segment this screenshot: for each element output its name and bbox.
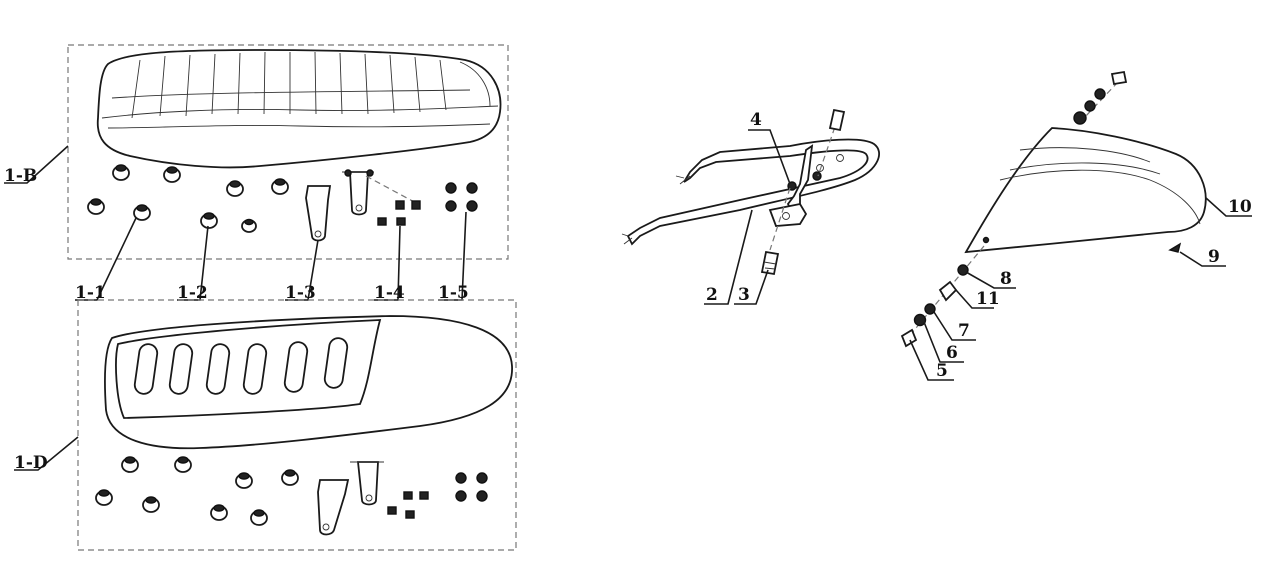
- label-2: 2: [706, 285, 718, 305]
- grab-rail-assembly: [621, 108, 880, 276]
- bracket-set-1d: [317, 461, 384, 536]
- bolt-set-1d: [387, 491, 429, 519]
- nut-set-1-5: [445, 182, 478, 212]
- group-1b-dashed-frame: [67, 44, 509, 260]
- label-11: 11: [976, 289, 1000, 309]
- label-1-5: 1-5: [438, 283, 469, 303]
- seat-1d: [103, 315, 513, 450]
- label-8: 8: [1000, 269, 1012, 289]
- bumper-set-1d: [95, 456, 299, 526]
- label-1-2: 1-2: [177, 283, 208, 303]
- label-1-3: 1-3: [285, 283, 316, 303]
- group-1d-dashed-frame: [77, 299, 517, 551]
- label-10: 10: [1228, 197, 1252, 217]
- label-3: 3: [738, 285, 750, 305]
- label-1-4: 1-4: [374, 283, 405, 303]
- label-7: 7: [958, 321, 970, 341]
- label-1-d: 1-D: [14, 453, 48, 473]
- label-4: 4: [750, 110, 762, 130]
- label-6: 6: [946, 343, 958, 363]
- nut-set-1d: [455, 472, 488, 502]
- group-1d: 1-D: [14, 299, 517, 551]
- seat-cowl-assembly: [900, 70, 1207, 348]
- label-1-1: 1-1: [75, 283, 106, 303]
- label-5: 5: [936, 361, 948, 381]
- label-1-b: 1-B: [4, 166, 37, 186]
- bumper-set-1-1: [87, 164, 289, 233]
- bracket-1-3: [305, 171, 374, 242]
- seat-1b: [96, 49, 502, 169]
- group-1b: 1-B 1-1 1-2 1-3 1-4 1-5: [4, 44, 509, 303]
- label-9: 9: [1208, 247, 1220, 267]
- bolt-set-1-4: [344, 169, 421, 226]
